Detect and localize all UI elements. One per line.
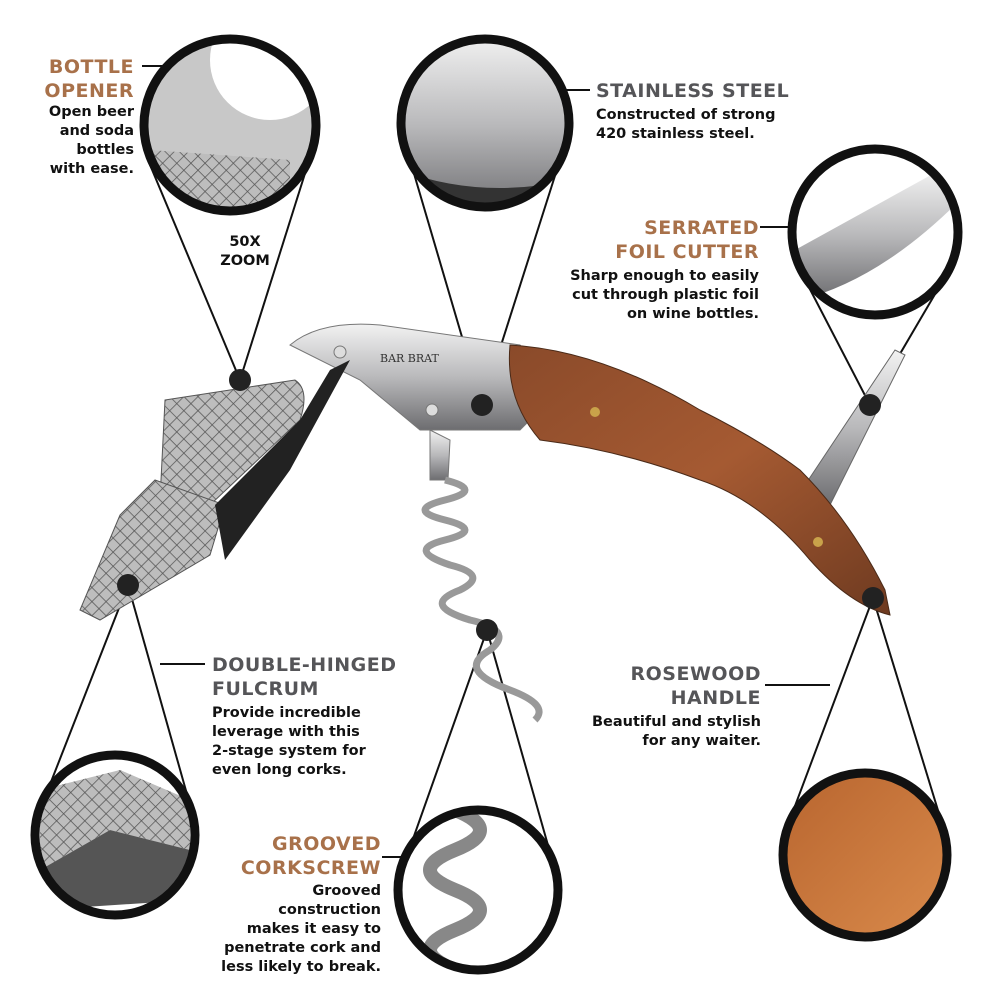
bottle-opener-callout: BOTTLE OPENER Open beer and soda bottles…: [44, 55, 134, 179]
feature-text: makes it easy to: [246, 921, 381, 937]
feature-title: FOIL CUTTER: [615, 241, 759, 263]
rosewood-handle-callout: ROSEWOOD HANDLE Beautiful and stylish fo…: [592, 662, 761, 751]
feature-text: bottles: [76, 142, 134, 158]
feature-text: construction: [278, 902, 381, 918]
feature-title: OPENER: [44, 80, 134, 102]
feature-text: with ease.: [49, 161, 134, 177]
feature-text: leverage with this: [212, 724, 360, 740]
feature-title: ROSEWOOD: [630, 663, 761, 685]
feature-text: 2-stage system for: [212, 743, 366, 759]
feature-text: Open beer: [48, 104, 134, 120]
zoom-circle-foil-cutter: [787, 144, 963, 320]
feature-text: Constructed of strong: [596, 107, 776, 123]
stainless-steel-callout: STAINLESS STEEL Constructed of strong 42…: [596, 79, 789, 144]
feature-title: GROOVED: [272, 833, 381, 855]
feature-text: penetrate cork and: [224, 940, 381, 956]
feature-title: FULCRUM: [212, 678, 319, 700]
brand-logo: BAR BRAT: [380, 352, 440, 365]
corkscrew-body: BAR BRAT: [79, 323, 906, 723]
feature-title: STAINLESS STEEL: [596, 80, 790, 102]
zoom-label-line: 50X: [229, 234, 261, 250]
feature-text: and soda: [59, 123, 134, 139]
feature-text: Grooved: [312, 883, 381, 899]
corkscrew-callout: GROOVED CORKSCREW Grooved construction m…: [221, 832, 381, 977]
feature-text: Sharp enough to easily: [570, 268, 759, 284]
feature-text: less likely to break.: [221, 959, 381, 975]
feature-title: DOUBLE-HINGED: [212, 654, 397, 676]
feature-title: BOTTLE: [48, 56, 134, 78]
zoom-circle-corkscrew: [393, 805, 563, 975]
feature-title: HANDLE: [670, 687, 761, 709]
zoom-circle-rosewood: [778, 768, 952, 942]
callout-dots: [117, 369, 884, 641]
feature-title: SERRATED: [644, 217, 759, 239]
feature-text: 420 stainless steel.: [596, 126, 755, 142]
feature-title: CORKSCREW: [240, 857, 381, 879]
feature-text: cut through plastic foil: [572, 287, 759, 303]
fulcrum-callout: DOUBLE-HINGED FULCRUM Provide incredible…: [212, 653, 397, 780]
feature-text: on wine bottles.: [626, 306, 759, 322]
callout-lines: [39, 65, 956, 871]
feature-text: for any waiter.: [642, 733, 761, 749]
zoom-label-line: ZOOM: [220, 253, 270, 269]
zoom-circle-fulcrum: [30, 750, 200, 920]
feature-text: even long corks.: [212, 762, 347, 778]
foil-cutter-callout: SERRATED FOIL CUTTER Sharp enough to eas…: [570, 216, 759, 324]
feature-text: Beautiful and stylish: [592, 714, 761, 730]
zoom-circle-stainless-steel: [396, 34, 574, 212]
zoom-label: 50X ZOOM: [205, 233, 285, 271]
zoom-circle-bottle-opener: [139, 34, 321, 216]
feature-text: Provide incredible: [212, 705, 361, 721]
